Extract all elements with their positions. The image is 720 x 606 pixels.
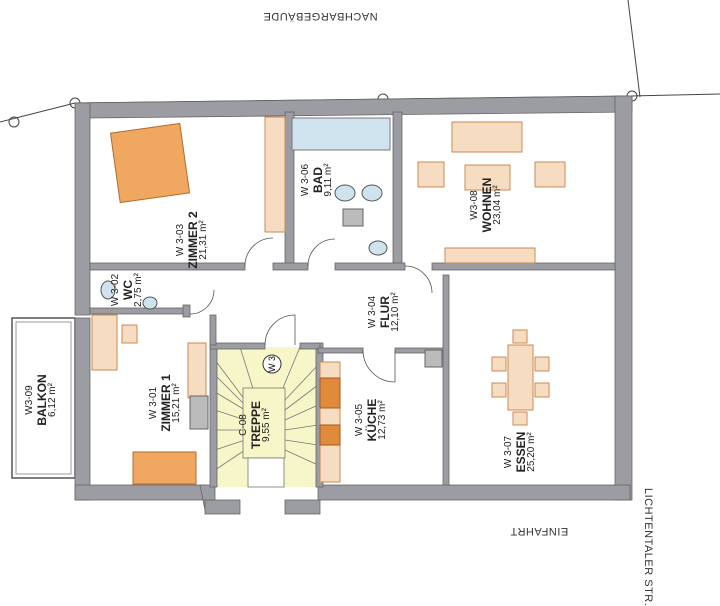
bed-zimmer1 [132, 451, 197, 485]
walls [74, 95, 633, 515]
door-swings [189, 237, 433, 383]
label-street: LICHTENTALER STR. [642, 488, 654, 606]
sanitary [100, 184, 388, 310]
bed-zimmer2 [109, 122, 191, 204]
stair-marker-circle [262, 354, 282, 374]
bathtub [291, 117, 391, 151]
stair-steps [214, 346, 319, 471]
balcony [11, 317, 76, 479]
stair-marker: W 3 [267, 355, 277, 373]
label-driveway: EINFAHRT [510, 525, 569, 537]
label-neighbour-building: NACHBARGEBÄUDE [263, 10, 378, 22]
floor-plan [0, 0, 720, 515]
